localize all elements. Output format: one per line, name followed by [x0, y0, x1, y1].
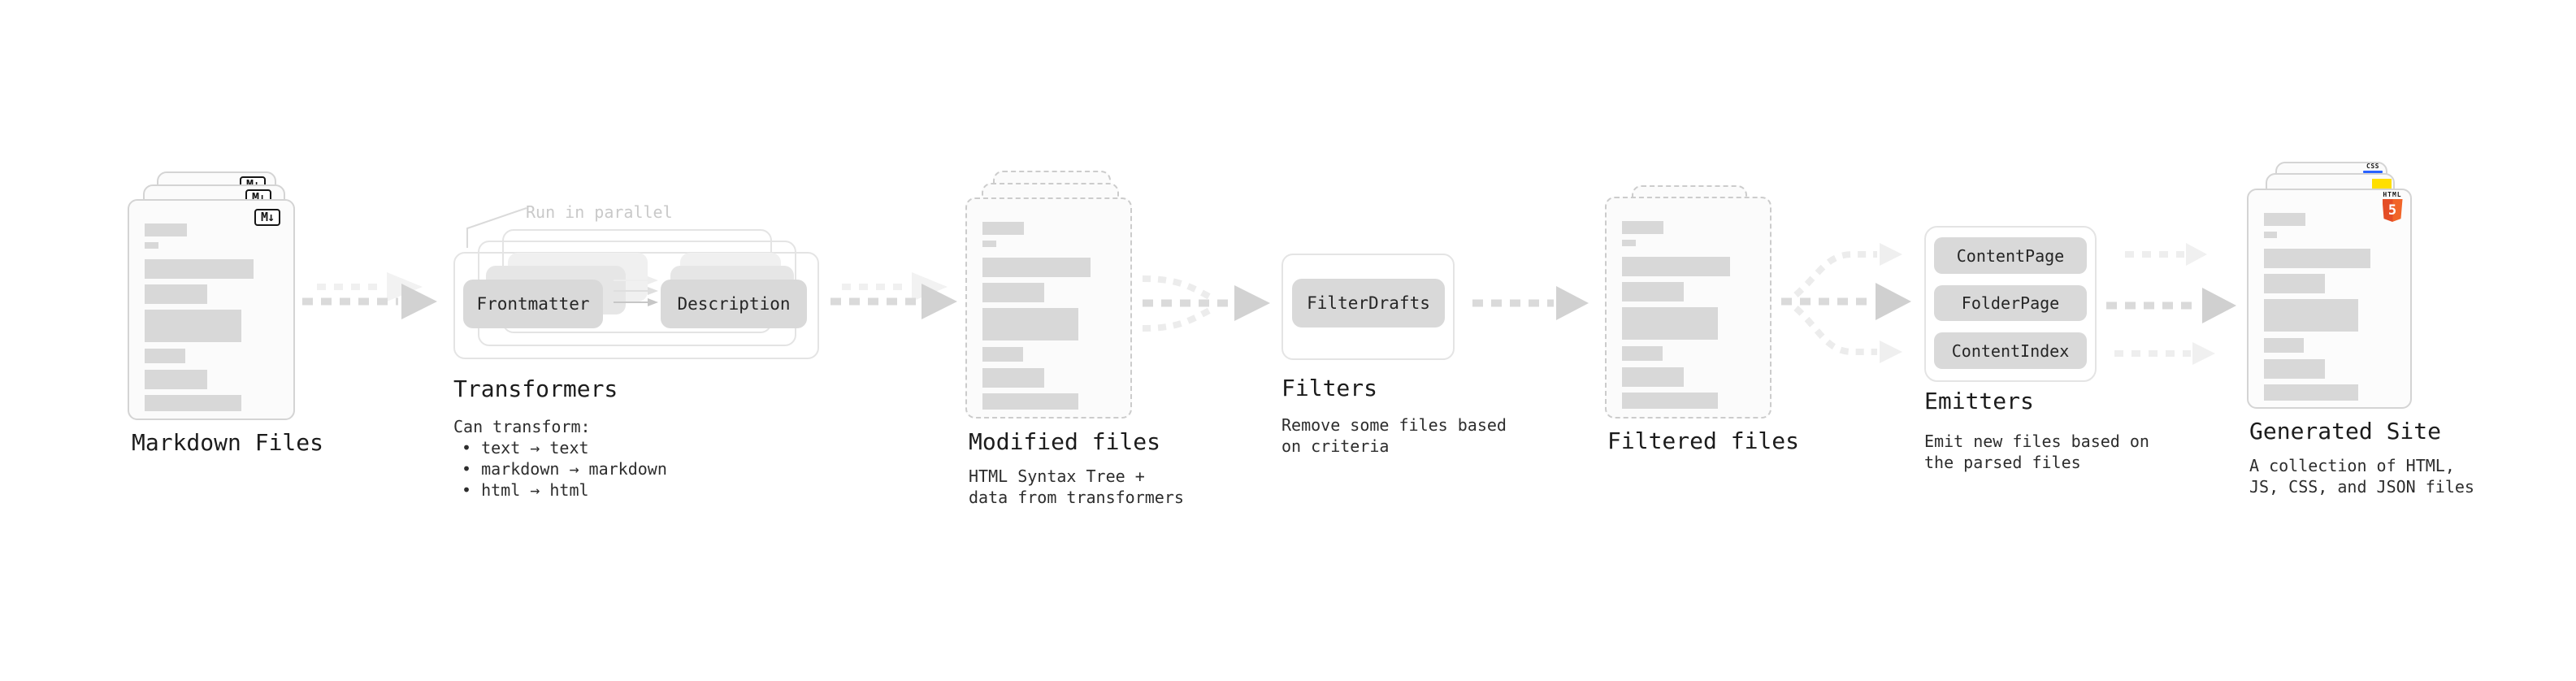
filters-caption: Remove some files based: [1281, 415, 1507, 435]
document-text-placeholder: [2264, 213, 2397, 401]
generated-site-label: Generated Site: [2249, 418, 2442, 445]
modified-files-caption: HTML Syntax Tree +: [969, 466, 1145, 486]
document-text-placeholder: [145, 223, 280, 411]
arrow-modified-to-filters: [1142, 275, 1270, 332]
transformers-heading: Transformers: [453, 375, 618, 402]
filters-heading: Filters: [1281, 375, 1378, 401]
document-text-placeholder: [1622, 221, 1757, 409]
javascript-icon: [2372, 179, 2392, 189]
filtered-page-front: [1605, 197, 1772, 419]
folderpage-pill: FolderPage: [1934, 285, 2087, 321]
generated-site-caption: JS, CSS, and JSON files: [2249, 477, 2474, 497]
filters-box: [1281, 254, 1455, 360]
modified-page-front: [965, 197, 1132, 419]
arrow-transformers-to-modified: [830, 272, 957, 319]
markdown-page-front: [128, 199, 295, 420]
document-text-placeholder: [982, 222, 1117, 410]
filters-caption: on criteria: [1281, 436, 1390, 456]
contentindex-pill: ContentIndex: [1934, 332, 2087, 369]
transformers-bullet: • text → text: [462, 438, 589, 458]
transformers-bullet: • html → html: [462, 480, 589, 500]
emitters-caption: the parsed files: [1924, 453, 2081, 472]
transformers-bullet: • markdown → markdown: [462, 459, 667, 479]
filtered-files-label: Filtered files: [1607, 427, 1800, 454]
frontmatter-pill: Frontmatter: [463, 280, 603, 328]
run-in-parallel-note: Run in parallel: [526, 202, 673, 222]
emitters-heading: Emitters: [1924, 388, 2034, 414]
transformers-caption: Can transform:: [453, 417, 591, 436]
generated-page-front: [2247, 189, 2412, 409]
modified-files-caption: data from transformers: [969, 488, 1184, 507]
contentpage-pill: ContentPage: [1934, 237, 2087, 274]
emitters-box: [1924, 226, 2097, 382]
arrow-filtered-to-emitters: [1781, 243, 1911, 363]
markdown-files-label: Markdown Files: [132, 429, 324, 456]
arrow-emitters-to-site: [2106, 243, 2236, 365]
emitters-caption: Emit new files based on: [1924, 432, 2149, 451]
generated-site-caption: A collection of HTML,: [2249, 456, 2455, 475]
markdown-icon: M↓: [254, 209, 281, 226]
filterdrafts-pill: FilterDrafts: [1292, 279, 1445, 327]
description-pill: Description: [661, 280, 807, 328]
css-icon: CSS: [2363, 163, 2383, 173]
arrow-filters-to-filtered: [1472, 286, 1589, 320]
html5-icon: HTML 5: [2380, 191, 2405, 222]
modified-files-label: Modified files: [969, 428, 1161, 455]
arrow-markdown-to-transformers: [302, 272, 437, 319]
html5-shield: 5: [2382, 199, 2403, 222]
